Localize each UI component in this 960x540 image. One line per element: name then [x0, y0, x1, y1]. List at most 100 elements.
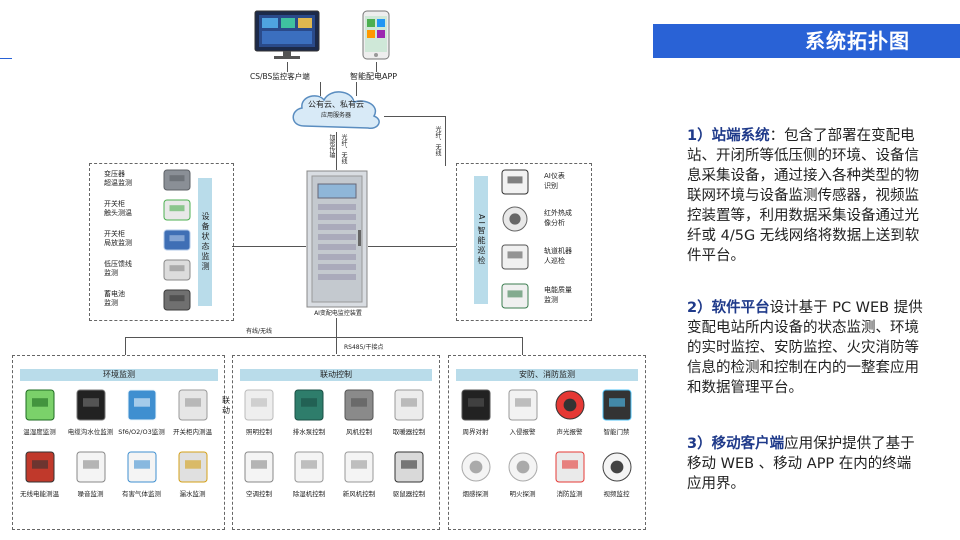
- item-label: 入侵报警: [509, 428, 536, 436]
- link-line: [384, 116, 446, 117]
- left-panel-item: 变压器 超温监测: [104, 168, 194, 194]
- security-panel-item: 视频监控: [593, 450, 640, 498]
- item-label: 新风机控制: [342, 490, 376, 498]
- pump-icon: [284, 388, 334, 426]
- left-panel-item: 开关柜 触头测温: [104, 198, 194, 224]
- security-panel-item: 明火探测: [499, 450, 546, 498]
- siren-icon: [546, 388, 593, 426]
- link-line: [445, 116, 446, 166]
- control-panel-item: 除湿机控制: [284, 450, 334, 498]
- title-bar: [653, 24, 960, 58]
- link-line: [336, 318, 337, 354]
- left-item-label-2: 触头测温: [104, 209, 132, 217]
- cloud-icon: [286, 86, 386, 132]
- dome-camera-icon: [593, 450, 640, 488]
- left-item-label-2: 局放监测: [104, 239, 132, 247]
- monitor-icon: [254, 10, 320, 60]
- item-label: 电缆沟水位监测: [67, 428, 114, 436]
- battery-icon: [162, 288, 192, 316]
- accent-line: [0, 58, 12, 59]
- control-panel-item: 排水泵控制: [284, 388, 334, 436]
- security-panel-item: 烟感探测: [452, 450, 499, 498]
- paragraph-1-body: ：包含了部署在变配电站、开闭所等低压侧的环境、设备信息采集设备，通过接入各种类型…: [687, 128, 920, 264]
- security-panel-item: 入侵报警: [499, 388, 546, 436]
- item-label: 照明控制: [246, 428, 272, 436]
- item-label: 明火探测: [509, 490, 536, 498]
- beam-sensor-icon: [452, 388, 499, 426]
- paragraph-1: 1）站端系统：包含了部署在变配电站、开闭所等低压侧的环境、设备信息采集设备，通过…: [687, 126, 923, 266]
- lighting-icon: [234, 388, 284, 426]
- left-item-label-1: 变压器: [104, 170, 125, 178]
- item-label: 烟感探测: [462, 490, 489, 498]
- left-item-label-2: 超温监测: [104, 179, 132, 187]
- access-control-icon: [593, 388, 640, 426]
- control-panel-item: 照明控制: [234, 388, 284, 436]
- water-leak-icon: [167, 450, 218, 488]
- rodent-repeller-icon: [384, 450, 434, 488]
- cabinet-icon: [306, 170, 368, 308]
- phone-icon: [362, 10, 390, 60]
- link-line: [368, 246, 456, 247]
- feeder-icon: [162, 258, 192, 286]
- env-panel-item: 有害气体监测: [116, 450, 167, 498]
- right-panel-item: 轨道机器 人巡检: [500, 243, 586, 273]
- security-panel-item: 声光报警: [546, 388, 593, 436]
- app-label: 智能配电APP: [350, 72, 398, 81]
- fire-panel-icon: [546, 450, 593, 488]
- paragraph-2: 2）软件平台设计基于 PC WEB 提供变配电站所内设备的状态监测、环境的实时监…: [687, 298, 923, 398]
- noise-sensor-icon: [65, 450, 116, 488]
- right-item-label-1: 红外热成: [544, 209, 572, 217]
- item-label: 周界对射: [462, 428, 489, 436]
- link-line: [125, 337, 523, 338]
- control-panel-item: 取暖器控制: [384, 388, 434, 436]
- right-panel-item: 红外热成 像分析: [500, 205, 586, 235]
- right-panel-title: AI智能巡检: [474, 176, 488, 304]
- paragraph-3-body: 应用保护提供了基于移动 WEB 、移动 APP 在内的终端应用界。: [687, 436, 915, 492]
- right-item-label-1: 电能质量: [544, 286, 572, 294]
- env-panel-item: 漏水监测: [167, 450, 218, 498]
- item-label: 无线电能测温: [20, 490, 59, 498]
- item-label: 消防监测: [556, 490, 583, 498]
- cabinet-label: AI变配电监控装置: [314, 310, 362, 317]
- bus-label: 有线/无线: [246, 328, 273, 335]
- gas-detector-icon: [116, 388, 167, 426]
- env-panel: [12, 355, 225, 530]
- control-panel: [232, 355, 440, 530]
- cloud-line1: 公有云、私有云: [308, 100, 364, 109]
- link-line: [356, 82, 357, 96]
- left-item-label-1: 低压馈线: [104, 260, 132, 268]
- left-panel-title: 设备状态监测: [198, 178, 212, 306]
- env-panel-item: Sf6/O2/O3监测: [116, 388, 167, 436]
- fan-icon: [334, 388, 384, 426]
- control-panel-item: 新风机控制: [334, 450, 384, 498]
- env-side-text: 联动: [222, 396, 230, 415]
- item-label: 温湿度监测: [23, 428, 56, 436]
- intrusion-icon: [499, 388, 546, 426]
- item-label: 漏水监测: [179, 490, 206, 498]
- link-line: [287, 62, 288, 72]
- client-label: CS/BS监控客户端: [250, 72, 310, 81]
- rail-robot-icon: [500, 243, 530, 275]
- link-left-label: 光纤、无线: [340, 134, 347, 164]
- right-item-label-1: AI仪表: [544, 172, 565, 180]
- item-label: 视频监控: [603, 490, 630, 498]
- left-item-label-2: 监测: [104, 269, 118, 277]
- env-panel-item: 无线电能测温: [14, 450, 65, 498]
- env-panel-item: 噪音监测: [65, 450, 116, 498]
- dehumidifier-icon: [284, 450, 334, 488]
- paragraph-3-heading: 3）移动客户端: [687, 436, 785, 452]
- link-line: [320, 82, 321, 96]
- air-conditioner-icon: [234, 450, 284, 488]
- item-label: 除湿机控制: [292, 490, 326, 498]
- item-label: 噪音监测: [77, 490, 104, 498]
- paragraph-2-heading: 2）软件平台: [687, 300, 770, 316]
- right-panel-item: 电能质量 监测: [500, 282, 586, 312]
- env-panel-item: 温湿度监测: [14, 388, 65, 436]
- harmful-gas-icon: [116, 450, 167, 488]
- link-encrypt-label: 加密传输: [328, 134, 335, 158]
- control-panel-item: 驱鼠器控制: [384, 450, 434, 498]
- env-panel-title: 环境监测: [20, 369, 218, 381]
- item-label: 风机控制: [346, 428, 372, 436]
- switchgear-temp-icon: [162, 198, 192, 226]
- rs485-label: RS485/干接点: [344, 344, 384, 351]
